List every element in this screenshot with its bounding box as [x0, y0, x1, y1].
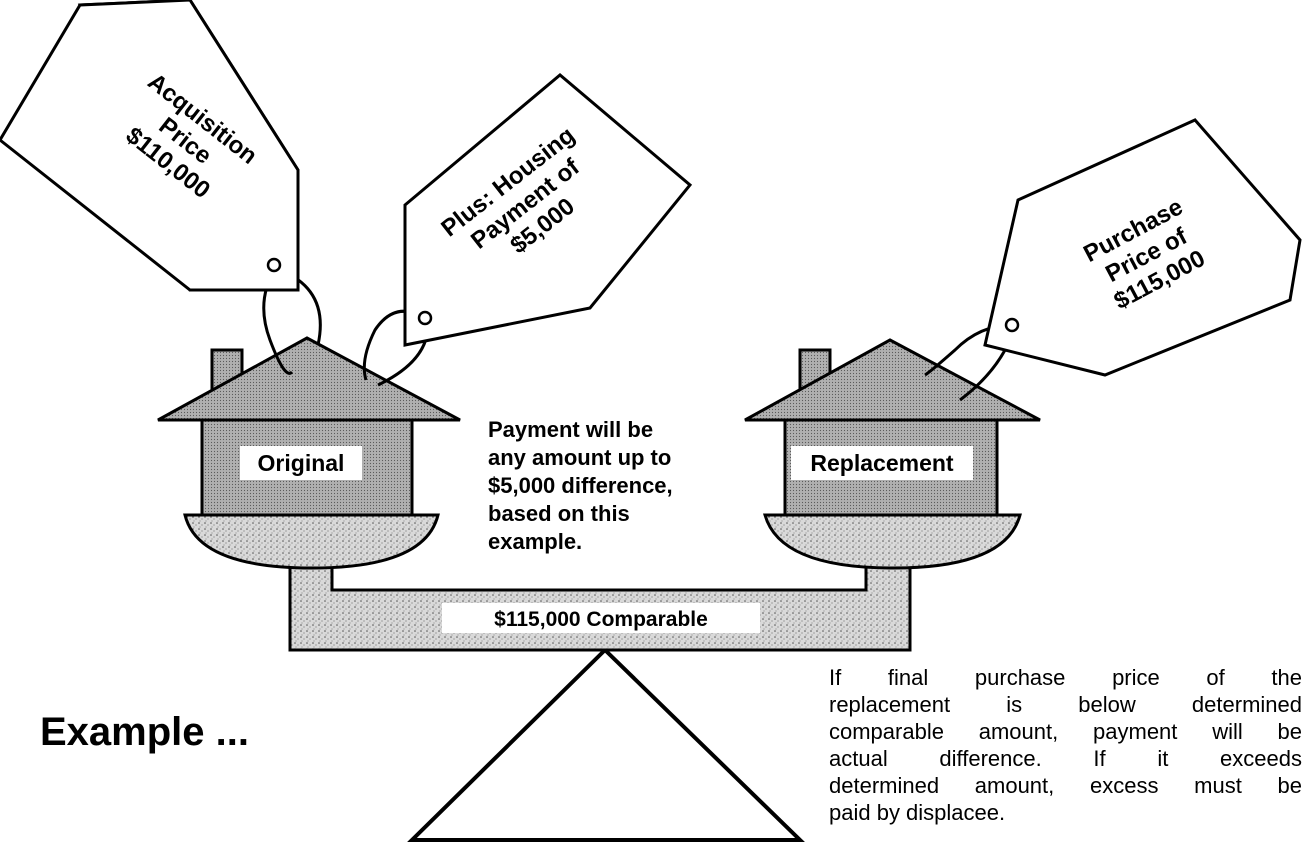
footnote-line: determined amount, excess must be — [829, 773, 1302, 798]
footnote-line: If final purchase price of the — [829, 665, 1302, 690]
replacement-house: Replacement — [744, 338, 1041, 517]
example-heading: Example ... — [40, 710, 249, 754]
housing-payment-tag: Plus: Housing Payment of $5,000 — [403, 73, 693, 347]
replacement-label-box — [791, 446, 973, 480]
payment-note-line: based on this — [488, 501, 630, 526]
purchase-price-tag: Purchase Price of $115,000 — [983, 118, 1302, 377]
footnote-line: replacement is below determined — [829, 692, 1302, 717]
beam-label: $115,000 Comparable — [494, 608, 708, 631]
payment-note-line: Payment will be — [488, 417, 654, 442]
right-scale-pan — [763, 513, 1022, 570]
payment-note-line: any amount up to — [488, 445, 672, 470]
original-house: Original — [157, 336, 461, 517]
footnote-line: paid by displacee. — [829, 800, 1006, 825]
original-label-box — [240, 446, 362, 480]
beam-label-box — [442, 603, 760, 633]
payment-note-line: example. — [488, 529, 583, 554]
fulcrum-triangle — [407, 647, 805, 842]
left-scale-pan — [183, 513, 440, 570]
payment-note: Payment will be any amount up to $5,000 … — [488, 416, 733, 556]
footnote-line: comparable amount, payment will be — [829, 719, 1302, 744]
footnote-line: actual difference. If it exceeds — [829, 746, 1302, 771]
replacement-label: Replacement — [810, 450, 954, 476]
footnote-paragraph: If final purchase price of the replaceme… — [829, 664, 1302, 826]
payment-note-line: $5,000 difference, — [488, 473, 673, 498]
acquisition-price-tag: Acquisition Price $110,000 — [0, 0, 300, 292]
original-label: Original — [258, 450, 345, 476]
